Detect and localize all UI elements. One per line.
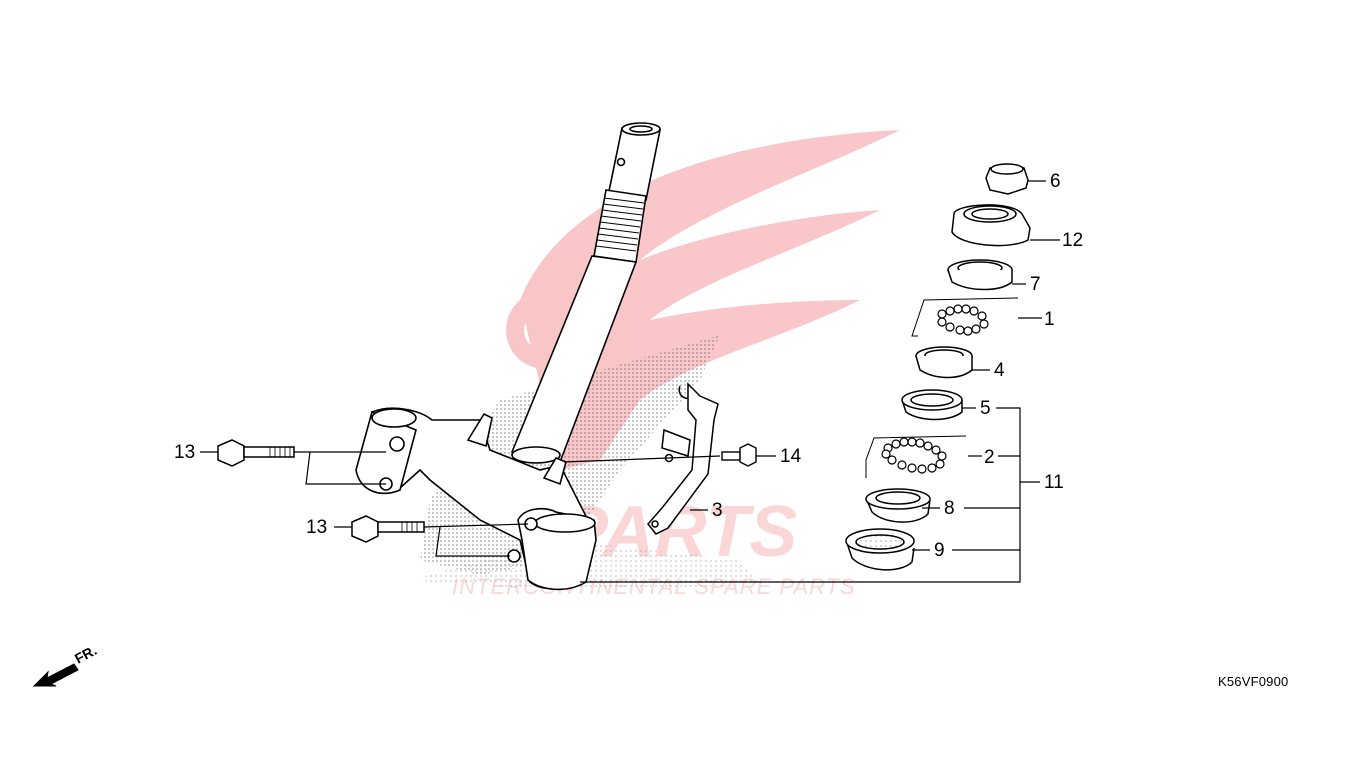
diagram-code: K56VF0900 (1218, 674, 1289, 689)
callout-13-lower: 13 (306, 517, 328, 538)
callout-2: 2 (984, 447, 995, 468)
leader-lines (200, 180, 1060, 583)
bolt-13-upper (217, 439, 295, 467)
callout-12: 12 (1062, 230, 1084, 251)
bolt-13-lower (351, 515, 425, 543)
callout-5: 5 (980, 398, 991, 419)
part-5-race (901, 389, 963, 421)
callout-6: 6 (1050, 171, 1061, 192)
part-1-ball-bearing-upper (911, 297, 1019, 337)
front-direction-indicator: FR. (30, 636, 130, 696)
callout-9: 9 (934, 540, 945, 561)
callout-4: 4 (994, 360, 1005, 381)
callout-1: 1 (1044, 309, 1055, 330)
part-12-locknut (951, 204, 1031, 247)
part-4-race (915, 346, 973, 379)
callout-8: 8 (944, 498, 955, 519)
part-6-nut (985, 163, 1029, 195)
callout-7: 7 (1030, 274, 1041, 295)
part-9-dust-seal (845, 528, 915, 571)
hose-clip-bracket (647, 382, 719, 535)
front-label: FR. (72, 642, 99, 667)
callout-14: 14 (780, 446, 802, 467)
part-7-washer (947, 259, 1013, 291)
front-direction-arrow-icon: FR. (32, 642, 99, 687)
callout-3: 3 (712, 500, 723, 521)
bottom-bridge (355, 407, 597, 591)
steering-stem (510, 122, 661, 464)
callout-13-upper: 13 (174, 442, 196, 463)
part-8-race-cup (865, 488, 931, 523)
bolt-14 (721, 443, 757, 467)
callout-11: 11 (1044, 472, 1064, 493)
part-2-ball-bearing-lower (865, 435, 967, 478)
